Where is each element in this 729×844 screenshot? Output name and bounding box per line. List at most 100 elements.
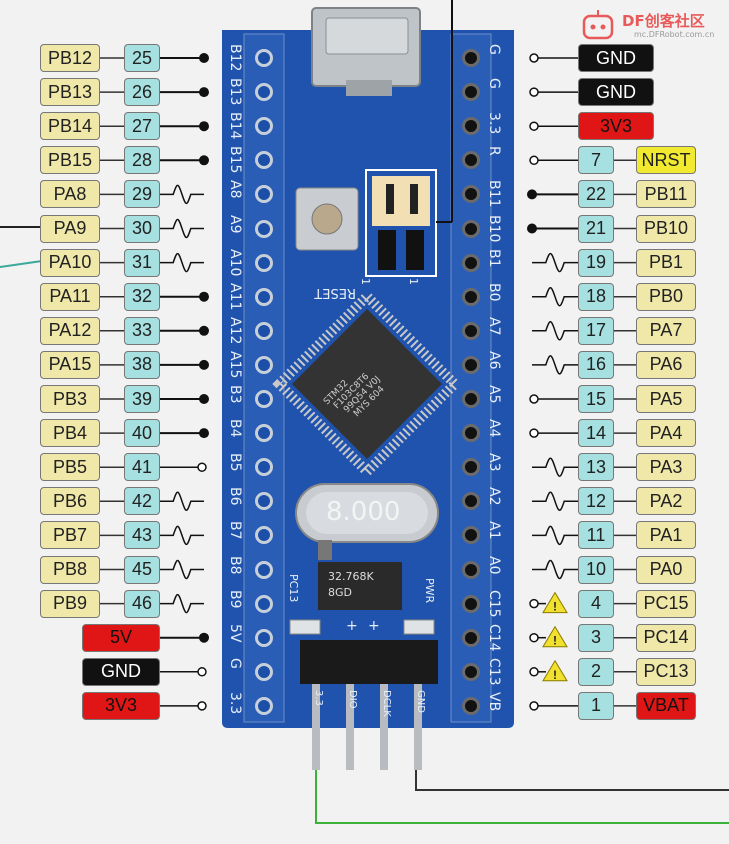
analog-pin-wave: [160, 184, 204, 205]
open-pin-circle: [529, 667, 539, 677]
plus-label-1: +: [346, 618, 358, 634]
right-power-label: GND: [578, 44, 654, 72]
left-pin-number: 26: [124, 78, 160, 107]
analog-pin-wave: [532, 559, 578, 580]
open-pin-circle: [529, 598, 539, 609]
left-pin-number: 46: [124, 589, 160, 618]
left-header-silkscreen: A15: [227, 350, 243, 379]
mcu-chip: [272, 289, 462, 479]
analog-pin-wave: [532, 525, 578, 546]
left-port-label: PA9: [40, 214, 100, 243]
right-port-label: PA3: [636, 453, 696, 482]
open-pin-circle: [197, 667, 207, 677]
left-header-pin: [255, 287, 273, 306]
left-header-silkscreen: A10: [227, 248, 243, 276]
analog-pin-wave: [532, 252, 578, 273]
left-port-label: PB13: [40, 78, 100, 107]
right-header-silkscreen: C14: [486, 623, 502, 652]
left-port-label: PB14: [40, 112, 100, 141]
boot-jumper-block: [365, 0, 453, 277]
right-header-pin: [462, 458, 480, 477]
right-port-label: PA6: [636, 350, 696, 379]
left-header-silkscreen: B12: [227, 44, 243, 72]
right-header-silkscreen: B11: [486, 180, 502, 208]
right-header-pin: [462, 321, 480, 340]
left-header-pin: [255, 424, 273, 443]
left-port-label: PA12: [40, 316, 100, 345]
left-power-label: GND: [82, 657, 160, 686]
right-port-label: PA5: [636, 385, 696, 413]
swd-pin-label: DCLK: [381, 690, 392, 717]
right-header-silkscreen: A0: [486, 555, 502, 574]
reset-label: RESET: [314, 285, 356, 300]
led-pc13: [289, 619, 321, 635]
right-pin-number: 18: [578, 282, 614, 311]
open-pin-circle: [529, 87, 539, 97]
left-header-silkscreen: B8: [227, 555, 243, 575]
brand-name: DF创客社区: [622, 12, 705, 30]
analog-pin-wave: [160, 252, 204, 273]
left-header-pin: [255, 117, 273, 136]
left-port-label: PA10: [40, 248, 100, 277]
left-header-strip: [243, 33, 285, 723]
left-header-pin: [255, 662, 273, 681]
left-header-pin: [255, 594, 273, 613]
right-port-label: PB0: [636, 282, 696, 311]
right-pin-number: 4: [578, 589, 614, 618]
open-pin-circle: [529, 394, 539, 404]
open-pin-circle: [197, 701, 207, 711]
left-header-silkscreen: B3: [227, 385, 243, 404]
left-header-silkscreen: B14: [227, 112, 243, 140]
right-pin-number: 17: [578, 316, 614, 345]
right-header-silkscreen: A4: [486, 419, 502, 438]
left-header-silkscreen: B5: [227, 453, 243, 472]
led-pwr: [403, 619, 435, 635]
digital-pin-dot: [199, 87, 209, 98]
right-header-pin: [462, 117, 480, 136]
left-header-pin: [255, 321, 273, 340]
left-header-pin: [255, 390, 273, 408]
right-header-silkscreen: C13: [486, 657, 502, 686]
warning-mark: !: [553, 634, 557, 648]
left-pin-number: 45: [124, 555, 160, 584]
right-pin-number: 10: [578, 555, 614, 584]
analog-pin-wave: [160, 525, 204, 546]
right-header-pin: [462, 526, 480, 545]
digital-pin-dot: [199, 394, 209, 404]
swd-pin-label: 3.3: [313, 690, 324, 706]
digital-pin-dot: [527, 223, 537, 234]
digital-pin-dot: [199, 53, 209, 63]
left-header-silkscreen: B15: [227, 146, 243, 174]
left-header-pin: [255, 83, 273, 102]
right-pin-number: 14: [578, 419, 614, 448]
left-port-label: PB7: [40, 521, 100, 550]
digital-pin-dot: [199, 155, 209, 166]
right-port-label: PA7: [636, 316, 696, 345]
right-port-label: PA1: [636, 521, 696, 550]
swd-pin-label: GND: [415, 690, 426, 713]
left-port-label: PA8: [40, 180, 100, 209]
left-pin-number: 33: [124, 316, 160, 345]
right-port-label: PA2: [636, 487, 696, 516]
left-header-pin: [255, 628, 273, 647]
right-port-label: PB1: [636, 248, 696, 277]
left-port-label: PB6: [40, 487, 100, 516]
right-port-label: VBAT: [636, 691, 696, 720]
left-header-silkscreen: 3.3: [227, 691, 243, 715]
right-pin-number: 13: [578, 453, 614, 482]
reset-button-graphic: [295, 187, 359, 251]
open-pin-circle: [529, 121, 539, 131]
crystal-label: 8.000: [326, 497, 401, 527]
jumper-label: 1: [407, 278, 420, 285]
right-header-silkscreen: G: [486, 44, 502, 55]
left-pin-number: 32: [124, 282, 160, 311]
rtc-crystal: [318, 562, 402, 610]
jumper-label: 1: [359, 278, 372, 285]
analog-pin-wave: [532, 321, 578, 341]
analog-pin-wave: [532, 355, 578, 375]
right-header-pin: [462, 219, 480, 238]
right-header-pin: [462, 696, 480, 715]
left-header-silkscreen: B13: [227, 78, 243, 106]
